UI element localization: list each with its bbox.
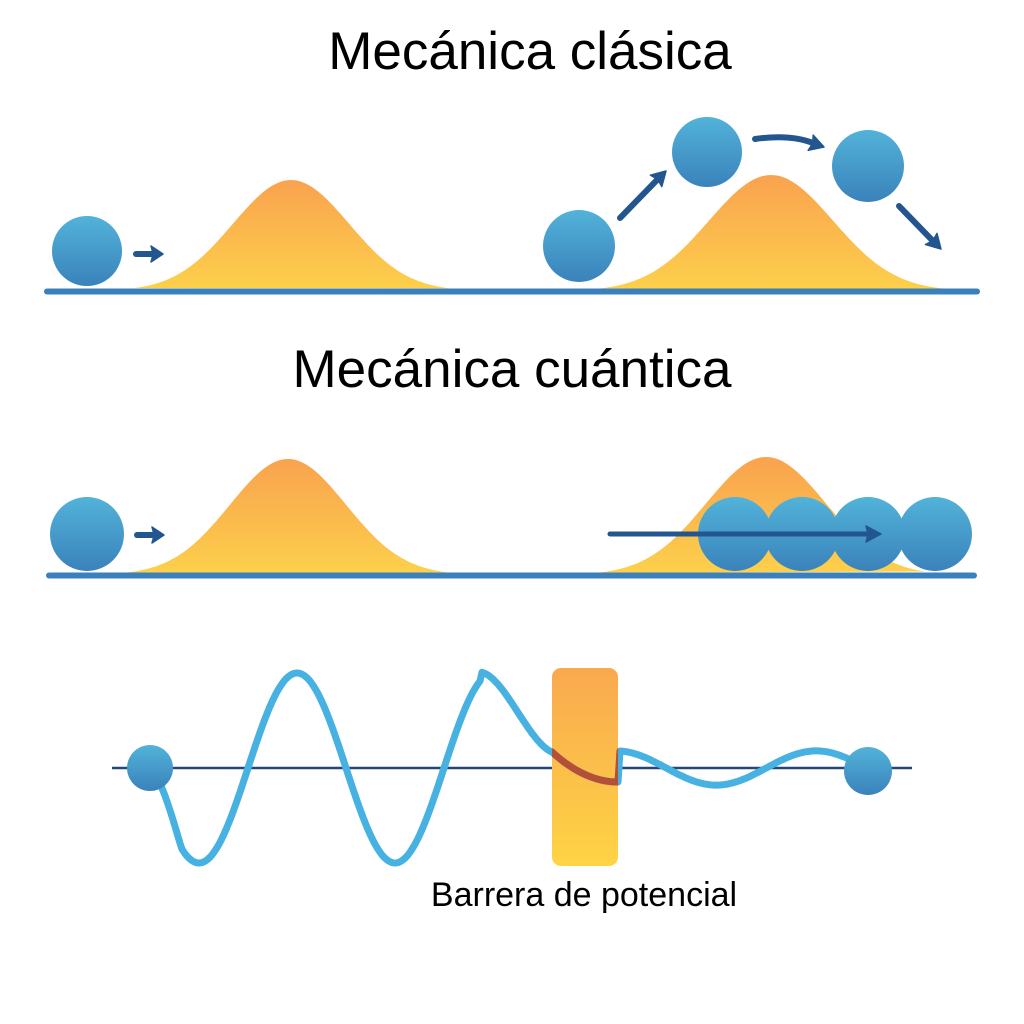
potential-barrier [552,668,618,866]
classical-hill-left [135,180,448,289]
classical-section: Mecánica clásica [44,22,980,295]
quantum-approach-arrow-head [151,526,165,544]
wave-section: Barrera de potencial [112,668,912,914]
barrier-label: Barrera de potencial [431,876,737,914]
classical-scene-over-hill [543,117,952,290]
curved-arrow-icon [752,134,825,152]
classical-up-arrow-head [649,170,667,188]
classical-ball-before [543,210,615,282]
quantum-scene-approach [50,459,448,574]
down-right-arrow-icon [896,203,942,250]
quantum-section: Mecánica cuántica [46,340,977,579]
classical-down-arrow-shaft [896,203,934,242]
classical-curved-arrow-shaft [752,134,816,146]
classical-scene-approach [52,180,448,289]
classical-curved-arrow-head [807,134,825,152]
quantum-hill-left [120,459,448,574]
wave-particle-start [127,745,173,791]
quantum-tunnel-arrow-head [865,525,882,543]
classical-ball-top [672,117,742,187]
quantum-scene-tunneling [596,457,972,573]
classical-ball-start [52,216,122,286]
classical-approach-arrow-head [150,245,164,263]
classical-title: Mecánica clásica [328,22,732,81]
up-right-arrow-icon [617,170,667,221]
long-right-arrow-icon [607,525,882,543]
classical-hill-right [600,175,952,290]
classical-up-arrow-shaft [617,177,660,221]
quantum-title: Mecánica cuántica [293,340,732,399]
quantum-ball-4 [898,497,972,571]
classical-ball-after [832,130,904,202]
quantum-ball-start [50,497,124,571]
wave-function [148,668,854,867]
right-arrow-icon [133,245,164,263]
wave-particle-end [844,747,892,795]
right-arrow-icon [134,526,165,544]
classical-down-arrow-head [924,232,942,250]
